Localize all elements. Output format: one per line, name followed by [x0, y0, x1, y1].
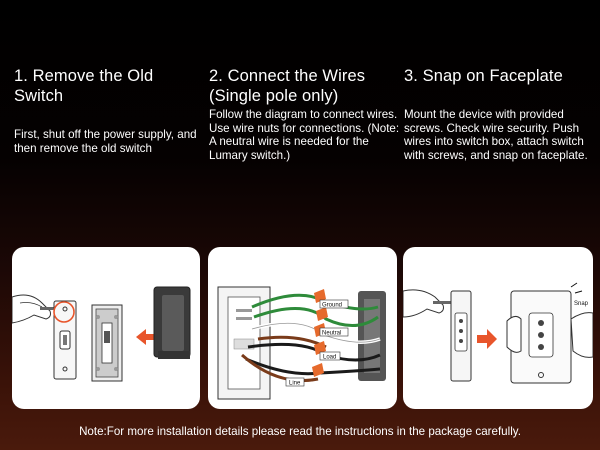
step-3-title: 3. Snap on Faceplate	[404, 67, 563, 85]
arrow-right-icon	[477, 329, 497, 349]
old-switch-plate	[53, 300, 77, 380]
screwdriver-icon	[433, 301, 455, 304]
step-1: 1. Remove the Old Switch First, shut off…	[14, 66, 204, 155]
step-3-body: Mount the device with provided screws. C…	[404, 108, 588, 162]
load-label: Load	[323, 355, 336, 361]
hand-icon	[12, 294, 51, 324]
ground-label: Ground	[322, 303, 342, 309]
hand-icon	[506, 312, 593, 358]
screwdriver-icon	[40, 307, 62, 310]
arrow-left-icon	[136, 329, 158, 345]
snap-label: Snap	[574, 301, 589, 307]
faceplate	[510, 290, 572, 384]
switch-box-icon	[153, 286, 191, 359]
step-2-title: 2. Connect the Wires (Single pole only)	[209, 67, 366, 105]
old-switch-body	[91, 304, 123, 382]
wiring-diagram: Ground Neutral Load Line	[208, 247, 397, 409]
snap-lines-icon	[570, 282, 583, 294]
step-2: 2. Connect the Wires (Single pole only) …	[209, 66, 401, 162]
step-1-title: 1. Remove the Old Switch	[14, 67, 154, 105]
switch-box-icon	[358, 291, 386, 381]
line-label: Line	[289, 381, 301, 387]
remove-switch-illustration	[12, 247, 200, 409]
hand-icon	[403, 289, 444, 318]
snap-faceplate-illustration: Snap	[403, 247, 593, 409]
lumary-switch-device	[450, 290, 472, 382]
step-2-body: Follow the diagram to connect wires. Use…	[209, 108, 400, 162]
wire-nut-icon	[312, 289, 328, 377]
highlight-circle-icon	[53, 301, 75, 323]
footnote: Note:For more installation details pleas…	[79, 425, 521, 438]
step-3: 3. Snap on Faceplate Mount the device wi…	[404, 66, 594, 162]
neutral-label: Neutral	[322, 331, 341, 337]
step-1-body: First, shut off the power supply, and th…	[14, 128, 197, 155]
lumary-switch-device	[217, 286, 271, 400]
